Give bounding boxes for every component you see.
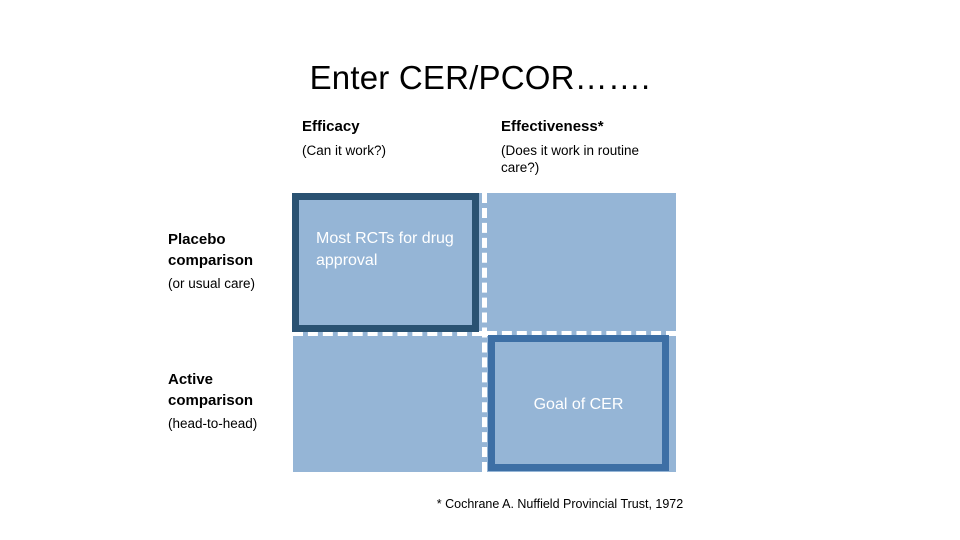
- row-label-placebo-line2: comparison: [168, 252, 254, 269]
- page-title: Enter CER/PCOR…….: [309, 59, 651, 96]
- column-header-efficacy-title: Efficacy: [302, 118, 360, 135]
- horizontal-dashed-divider: [293, 331, 676, 336]
- matrix-cell-efficacy-placebo: Most RCTs for drug approval: [292, 193, 479, 332]
- row-label-active-subtitle: (head-to-head): [168, 416, 258, 431]
- row-label-active: Active comparison (head-to-head): [168, 369, 292, 433]
- column-header-effectiveness-subtitle: (Does it work in routine care?): [501, 143, 640, 175]
- two-by-two-matrix: Most RCTs for drug approval Goal of CER: [292, 193, 676, 472]
- column-header-effectiveness: Effectiveness* (Does it work in routine …: [501, 117, 681, 176]
- matrix-cell-efficacy-placebo-label: Most RCTs for drug approval: [316, 230, 454, 269]
- row-label-placebo-subtitle: (or usual care): [168, 276, 256, 291]
- matrix-cell-effectiveness-placebo: [488, 193, 676, 329]
- column-header-efficacy-subtitle: (Can it work?): [302, 143, 387, 158]
- column-header-effectiveness-title: Effectiveness*: [501, 118, 604, 135]
- row-label-active-line2: comparison: [168, 392, 254, 409]
- matrix-cell-effectiveness-active: Goal of CER: [488, 335, 669, 471]
- row-label-placebo-line1: Placebo: [168, 231, 226, 248]
- column-header-efficacy: Efficacy (Can it work?): [302, 117, 487, 159]
- footnote-citation: * Cochrane A. Nuffield Provincial Trust,…: [436, 497, 684, 511]
- matrix-cell-effectiveness-active-label: Goal of CER: [533, 396, 624, 413]
- row-label-active-line1: Active: [168, 371, 214, 388]
- row-label-placebo: Placebo comparison (or usual care): [168, 229, 292, 293]
- matrix-cell-efficacy-active: [293, 335, 479, 472]
